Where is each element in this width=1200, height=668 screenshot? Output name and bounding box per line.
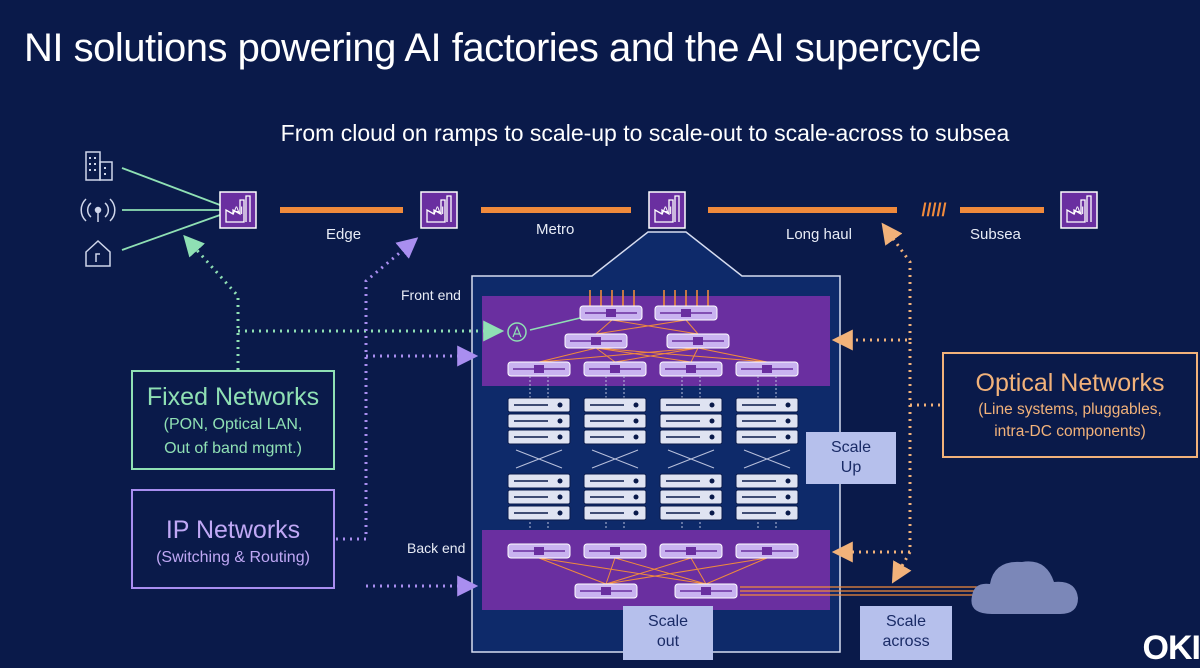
fixed-networks-box: Fixed Networks (PON, Optical LAN, Out of… (131, 370, 335, 470)
fixed-networks-detail-1: (PON, Optical LAN, (163, 416, 303, 434)
optical-networks-box: Optical Networks (Line systems, pluggabl… (942, 352, 1198, 458)
scale-across-line-1: Scale (885, 613, 927, 630)
optical-networks-connectors (831, 222, 940, 584)
cloud-icon (971, 561, 1078, 614)
segment-label-metro: Metro (536, 221, 575, 238)
back-end-mesh (538, 557, 768, 585)
front-end-mesh (538, 319, 768, 363)
home-icon (85, 239, 111, 267)
page-title: NI solutions powering AI factories and t… (24, 26, 981, 70)
back-end-label: Back end (407, 540, 466, 556)
company-logo: OKI (1142, 629, 1200, 667)
page-subtitle: From cloud on ramps to scale-up to scale… (280, 120, 1010, 146)
scale-out-line-1: Scale (647, 613, 689, 630)
scale-up-line-2: Up (840, 459, 862, 476)
scale-up-line-1: Scale (830, 439, 872, 456)
front-end-label: Front end (401, 287, 461, 303)
front-end-uplinks (589, 290, 709, 306)
ip-networks-detail: (Switching & Routing) (156, 549, 310, 567)
factory-badge-3: AI (662, 205, 672, 217)
segment-label-subsea: Subsea (970, 226, 1021, 243)
factory-badge-4: AI (1074, 205, 1084, 217)
optical-networks-detail-1: (Line systems, pluggables, (978, 401, 1162, 419)
factory-badge-1: AI (233, 205, 243, 217)
optical-networks-title: Optical Networks (975, 369, 1165, 397)
ip-networks-title: IP Networks (165, 516, 301, 544)
factory-badge-2: AI (434, 205, 444, 217)
segment-label-edge: Edge (326, 226, 362, 243)
optical-networks-detail-2: intra-DC components) (994, 423, 1146, 441)
scale-out-label: Scale out (623, 606, 713, 660)
ip-networks-box: IP Networks (Switching & Routing) (131, 489, 335, 589)
building-icon (85, 151, 113, 181)
segment-label-long-haul: Long haul (786, 226, 852, 243)
fixed-networks-detail-2: Out of band mgmt.) (164, 440, 302, 458)
scale-up-label: Scale Up (806, 432, 896, 484)
scale-across-links (740, 586, 1010, 596)
scale-out-line-2: out (656, 633, 680, 650)
link-break-mark: ///// (921, 200, 946, 220)
wireless-antenna-icon (80, 198, 116, 222)
scale-across-label: Scale across (860, 606, 952, 660)
ip-networks-connectors (336, 237, 479, 597)
fixed-networks-title: Fixed Networks (146, 383, 320, 411)
scale-across-line-2: across (882, 633, 930, 650)
pon-olt-icon (507, 322, 527, 342)
on-ramp-links (121, 167, 221, 251)
fixed-networks-connectors (183, 234, 505, 370)
